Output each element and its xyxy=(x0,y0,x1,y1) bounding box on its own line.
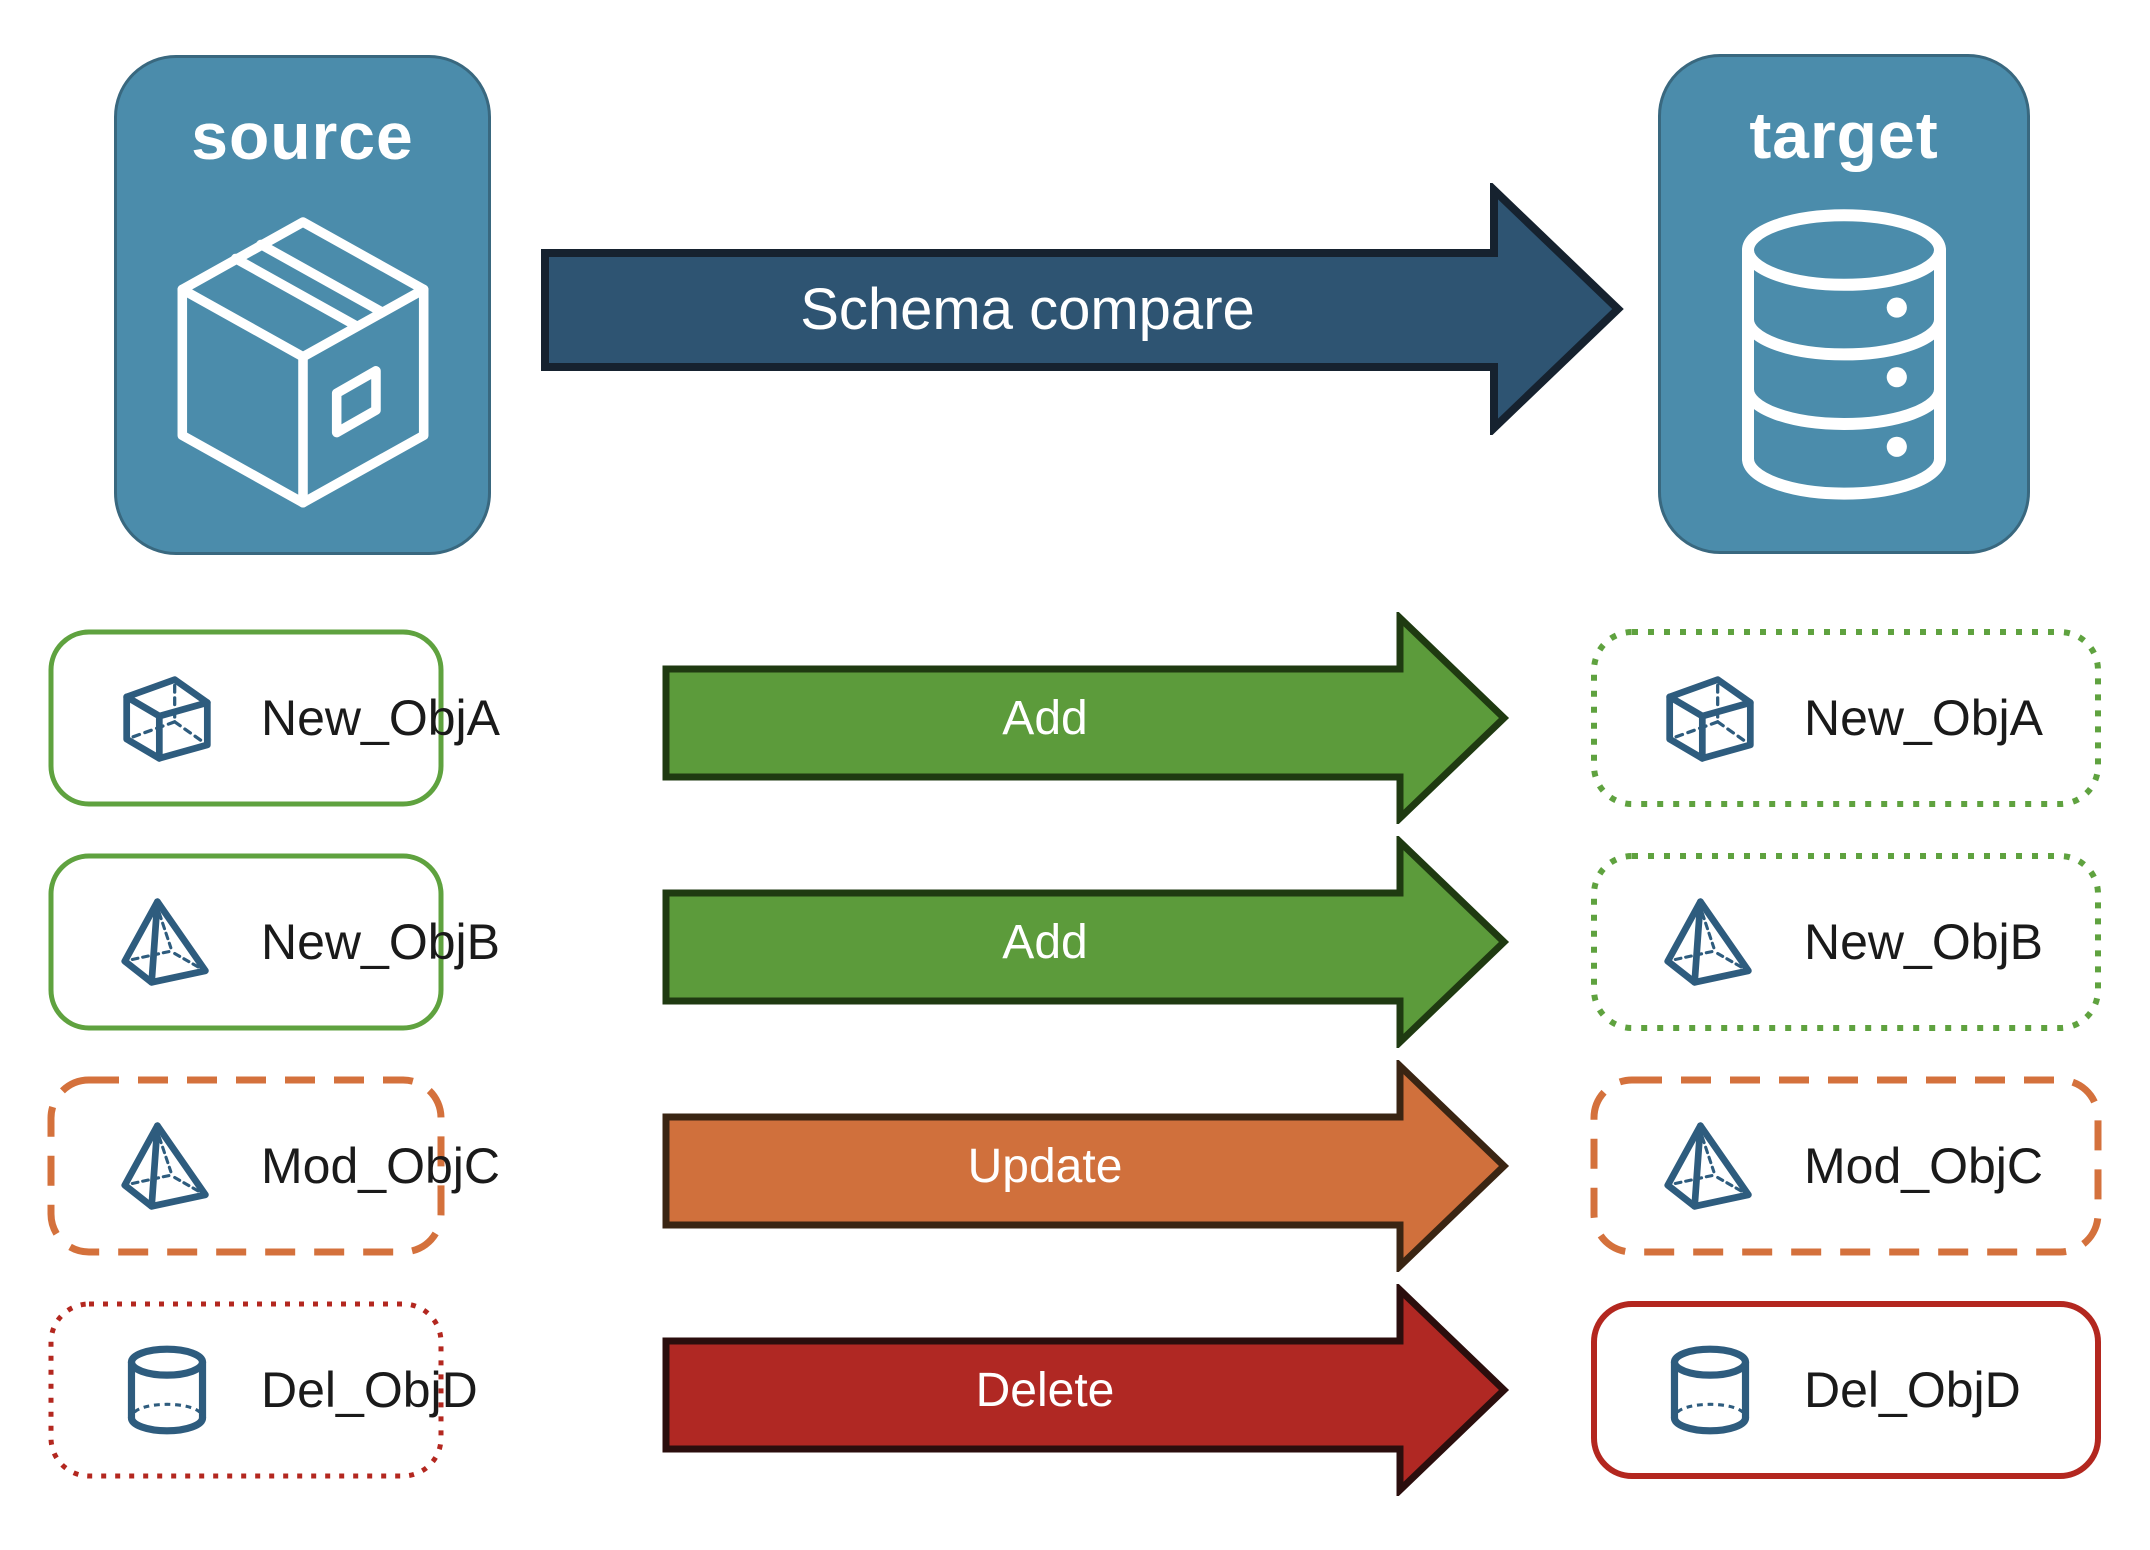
pyramid-icon xyxy=(1662,1118,1758,1214)
source-object-box-mod-objc: Mod_ObjC xyxy=(47,1076,500,1256)
source-node-label: source xyxy=(191,99,414,173)
update-arrow: Update xyxy=(660,1060,1510,1272)
cylinder-icon xyxy=(119,1342,215,1438)
arrow-label: Add xyxy=(1002,915,1088,969)
cylinder-icon xyxy=(1662,1342,1758,1438)
pyramid-icon xyxy=(1662,894,1758,990)
cube-icon xyxy=(119,670,215,766)
solid-green-border xyxy=(48,853,444,1031)
target-node: target xyxy=(1658,54,2030,554)
source-object-box-del-objd: Del_ObjD xyxy=(47,1300,478,1480)
schema-compare-arrow: Schema compare xyxy=(540,183,1625,435)
arrow-label: Delete xyxy=(975,1363,1115,1417)
object-label: Mod_ObjC xyxy=(261,1138,500,1194)
package-icon xyxy=(162,208,444,528)
object-label: Del_ObjD xyxy=(1804,1362,2021,1418)
object-label: Mod_ObjC xyxy=(1804,1138,2043,1194)
object-label: New_ObjA xyxy=(261,690,500,746)
solid-green-border xyxy=(48,629,444,807)
pyramid-icon xyxy=(119,1118,215,1214)
cube-icon xyxy=(1662,670,1758,766)
dashed-orange-border xyxy=(1590,1076,2102,1256)
dotted-green-border xyxy=(1591,629,2101,807)
add-arrow-row2: Add xyxy=(660,836,1510,1048)
object-label: New_ObjB xyxy=(1804,914,2043,970)
target-object-box-mod-objc: Mod_ObjC xyxy=(1590,1076,2102,1256)
dotted-green-border xyxy=(1591,853,2101,1031)
dotted-red-border xyxy=(48,1301,444,1479)
target-object-box-new-objb: New_ObjB xyxy=(1590,852,2102,1032)
database-icon xyxy=(1724,201,1964,515)
source-node: source xyxy=(114,55,491,555)
source-object-box-new-obja: New_ObjA xyxy=(47,628,500,808)
target-object-box-new-obja: New_ObjA xyxy=(1590,628,2102,808)
add-arrow-shape xyxy=(662,836,1510,1048)
target-object-box-del-objd: Del_ObjD xyxy=(1590,1300,2102,1480)
delete-arrow: Delete xyxy=(660,1284,1510,1496)
dashed-orange-border xyxy=(47,1076,445,1256)
add-arrow-shape xyxy=(662,612,1510,824)
object-label: Del_ObjD xyxy=(261,1362,478,1418)
schema-compare-label: Schema compare xyxy=(800,276,1255,342)
object-label: New_ObjB xyxy=(261,914,500,970)
arrow-label: Update xyxy=(967,1139,1123,1193)
delete-arrow-shape xyxy=(662,1284,1510,1496)
add-arrow-row1: Add xyxy=(660,612,1510,824)
pyramid-icon xyxy=(119,894,215,990)
schema-compare-arrow-shape xyxy=(541,183,1624,435)
object-label: New_ObjA xyxy=(1804,690,2043,746)
source-object-box-new-objb: New_ObjB xyxy=(47,852,500,1032)
update-arrow-shape xyxy=(662,1060,1510,1272)
arrow-label: Add xyxy=(1002,691,1088,745)
target-node-label: target xyxy=(1749,98,1939,172)
